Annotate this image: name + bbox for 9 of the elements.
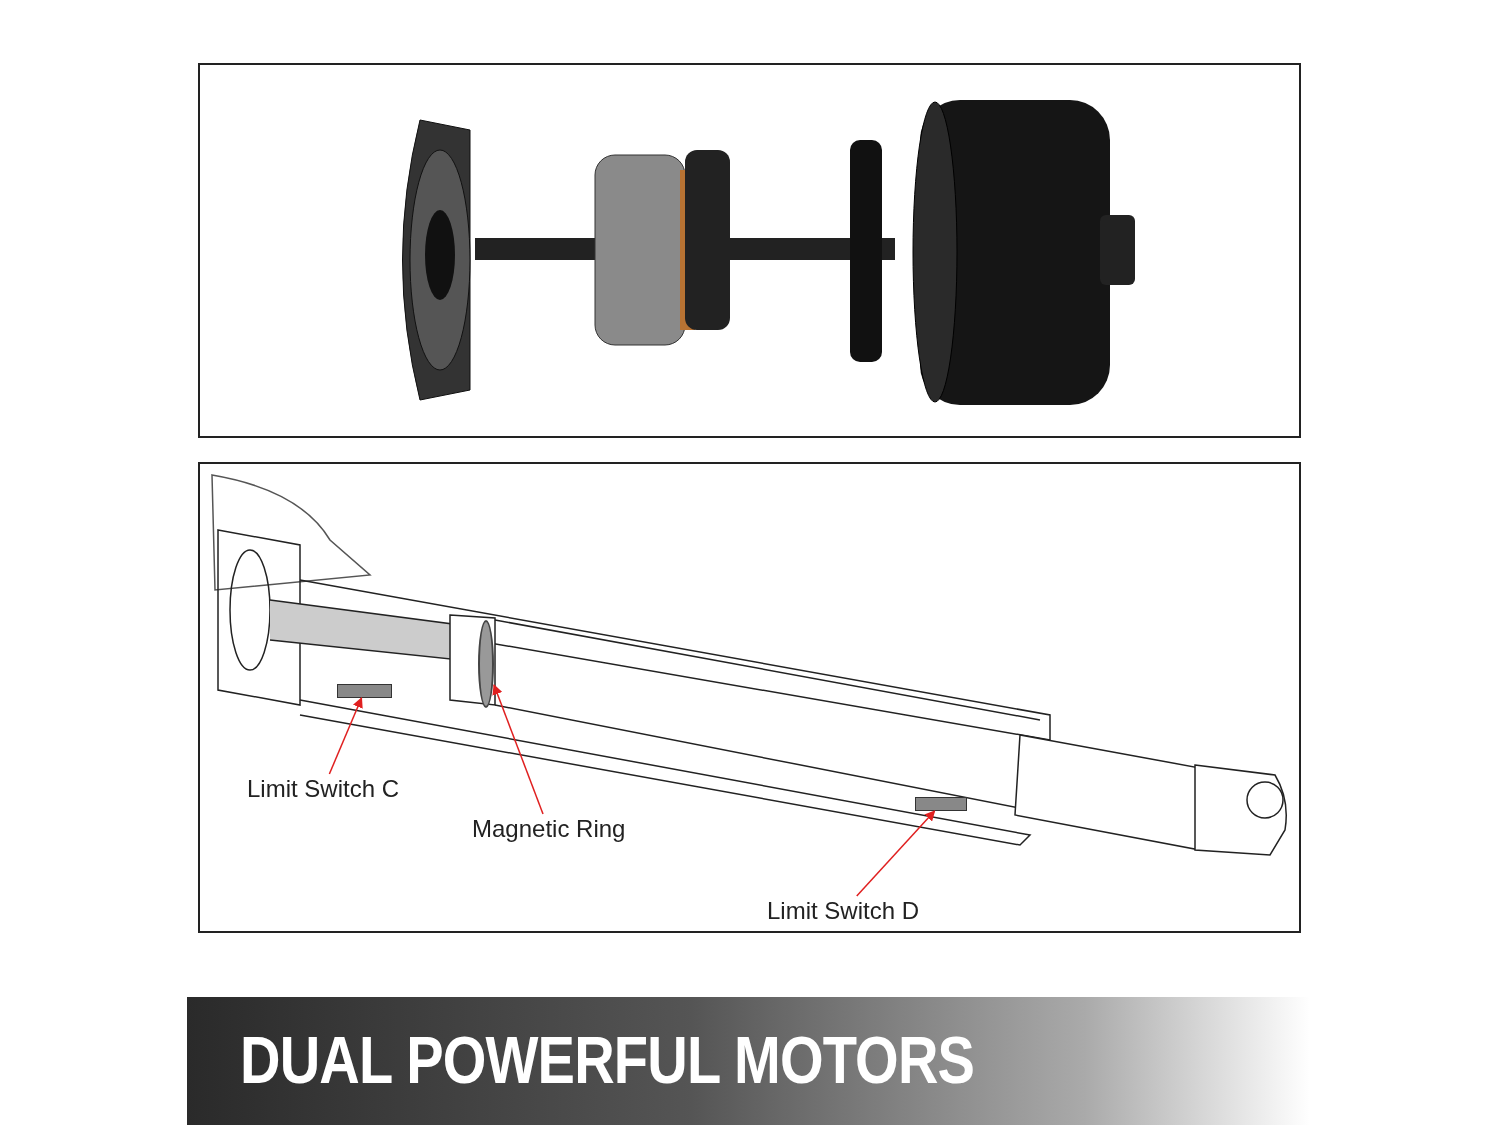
- leader-line: [328, 697, 363, 775]
- part-label: Magnetic Ring: [472, 814, 626, 844]
- limit-switch: [915, 797, 967, 811]
- part-label: Limit Switch C: [247, 774, 400, 804]
- leader-line: [492, 684, 544, 815]
- limit-switch: [337, 684, 392, 698]
- leader-line: [856, 810, 936, 897]
- part-label: Limit Switch D: [767, 896, 920, 926]
- heading: DUAL POWERFUL MOTORS: [240, 1022, 975, 1099]
